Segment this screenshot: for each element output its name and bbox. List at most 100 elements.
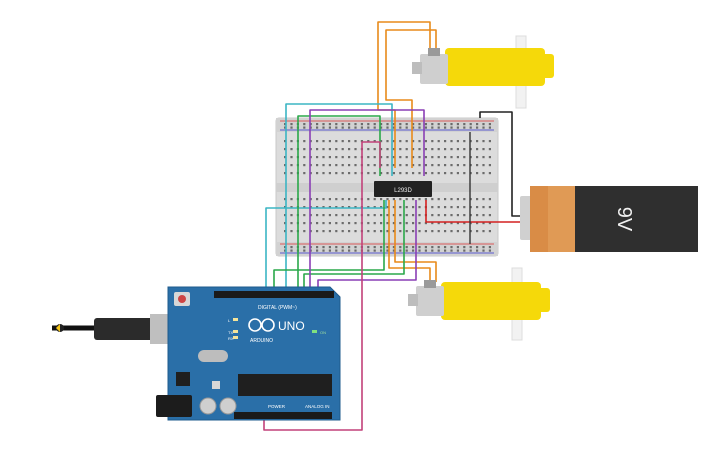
breadboard-hole — [348, 126, 351, 129]
breadboard-hole — [463, 164, 466, 167]
l293d-chip[interactable]: L293D — [374, 181, 432, 197]
breadboard-hole — [488, 249, 491, 252]
breadboard-hole — [367, 198, 370, 201]
wire-purple-a — [309, 109, 425, 293]
breadboard-hole — [290, 140, 293, 143]
breadboard-hole — [424, 164, 427, 167]
arduino-board-name: UNO — [278, 319, 305, 333]
breadboard-hole — [431, 214, 434, 217]
breadboard-hole — [290, 172, 293, 175]
breadboard-hole — [424, 198, 427, 201]
breadboard-hole — [437, 222, 440, 225]
breadboard-hole — [380, 148, 383, 151]
breadboard-hole — [456, 148, 459, 151]
breadboard-hole — [405, 140, 408, 143]
breadboard-hole — [303, 230, 306, 233]
arduino-uno[interactable]: UNO ARDUINO DIGITAL (PWM~) POWER ANALOG … — [156, 286, 341, 421]
breadboard-hole — [405, 206, 408, 209]
breadboard-hole — [284, 198, 287, 201]
breadboard-hole — [488, 156, 491, 159]
breadboard-hole — [444, 148, 447, 151]
breadboard-hole — [412, 164, 415, 167]
breadboard-hole — [437, 214, 440, 217]
breadboard-hole — [450, 164, 453, 167]
breadboard-hole — [335, 222, 338, 225]
breadboard-hole — [373, 206, 376, 209]
breadboard-hole — [341, 140, 344, 143]
breadboard-hole — [354, 230, 357, 233]
breadboard-hole — [412, 246, 415, 249]
breadboard-hole — [354, 249, 357, 252]
breadboard-hole — [322, 140, 325, 143]
breadboard-hole — [463, 206, 466, 209]
breadboard-hole — [476, 249, 479, 252]
breadboard-hole — [367, 126, 370, 129]
breadboard-hole — [463, 126, 466, 129]
breadboard-hole — [418, 230, 421, 233]
breadboard-hole — [386, 249, 389, 252]
breadboard-hole — [418, 214, 421, 217]
breadboard-hole — [284, 126, 287, 129]
breadboard-hole — [386, 140, 389, 143]
breadboard-hole — [412, 126, 415, 129]
breadboard-hole — [476, 246, 479, 249]
breadboard-hole — [373, 246, 376, 249]
breadboard-hole — [303, 222, 306, 225]
breadboard-hole — [399, 198, 402, 201]
breadboard-hole — [469, 206, 472, 209]
breadboard-hole — [463, 249, 466, 252]
wire-black — [479, 111, 530, 217]
breadboard-hole — [412, 206, 415, 209]
breadboard-hole — [284, 123, 287, 126]
breadboard-hole — [488, 164, 491, 167]
breadboard-hole — [444, 172, 447, 175]
breadboard-hole — [392, 206, 395, 209]
breadboard-hole — [348, 214, 351, 217]
breadboard-hole — [290, 156, 293, 159]
breadboard-hole — [367, 249, 370, 252]
breadboard-hole — [335, 214, 338, 217]
battery-9v[interactable]: 9V — [520, 186, 698, 252]
breadboard-hole — [348, 123, 351, 126]
breadboard-hole — [431, 222, 434, 225]
breadboard-hole — [392, 172, 395, 175]
breadboard-hole — [386, 198, 389, 201]
breadboard-hole — [316, 222, 319, 225]
breadboard-hole — [405, 246, 408, 249]
breadboard-hole — [341, 164, 344, 167]
breadboard-hole — [341, 246, 344, 249]
breadboard-hole — [418, 249, 421, 252]
breadboard-hole — [354, 123, 357, 126]
breadboard-hole — [380, 156, 383, 159]
breadboard-hole — [335, 206, 338, 209]
breadboard-hole — [335, 246, 338, 249]
bottom-motor[interactable] — [408, 267, 550, 341]
breadboard-hole — [418, 164, 421, 167]
breadboard-hole — [482, 198, 485, 201]
breadboard-hole — [328, 246, 331, 249]
breadboard-hole — [316, 172, 319, 175]
breadboard-hole — [431, 140, 434, 143]
breadboard-hole — [399, 140, 402, 143]
breadboard-hole — [488, 214, 491, 217]
breadboard-hole — [322, 148, 325, 151]
breadboard-hole — [284, 156, 287, 159]
breadboard-hole — [476, 172, 479, 175]
breadboard-hole — [341, 206, 344, 209]
on-led-label: ON — [320, 330, 326, 335]
breadboard-hole — [456, 172, 459, 175]
breadboard-hole — [450, 126, 453, 129]
top-motor[interactable] — [412, 35, 554, 109]
breadboard-hole — [482, 230, 485, 233]
breadboard-hole — [469, 249, 472, 252]
breadboard-hole — [418, 140, 421, 143]
breadboard-hole — [367, 164, 370, 167]
breadboard-hole — [444, 126, 447, 129]
breadboard-hole — [412, 156, 415, 159]
breadboard-hole — [444, 198, 447, 201]
breadboard-hole — [469, 156, 472, 159]
breadboard-hole — [354, 126, 357, 129]
breadboard-hole — [303, 249, 306, 252]
breadboard-hole — [284, 246, 287, 249]
breadboard-hole — [348, 206, 351, 209]
